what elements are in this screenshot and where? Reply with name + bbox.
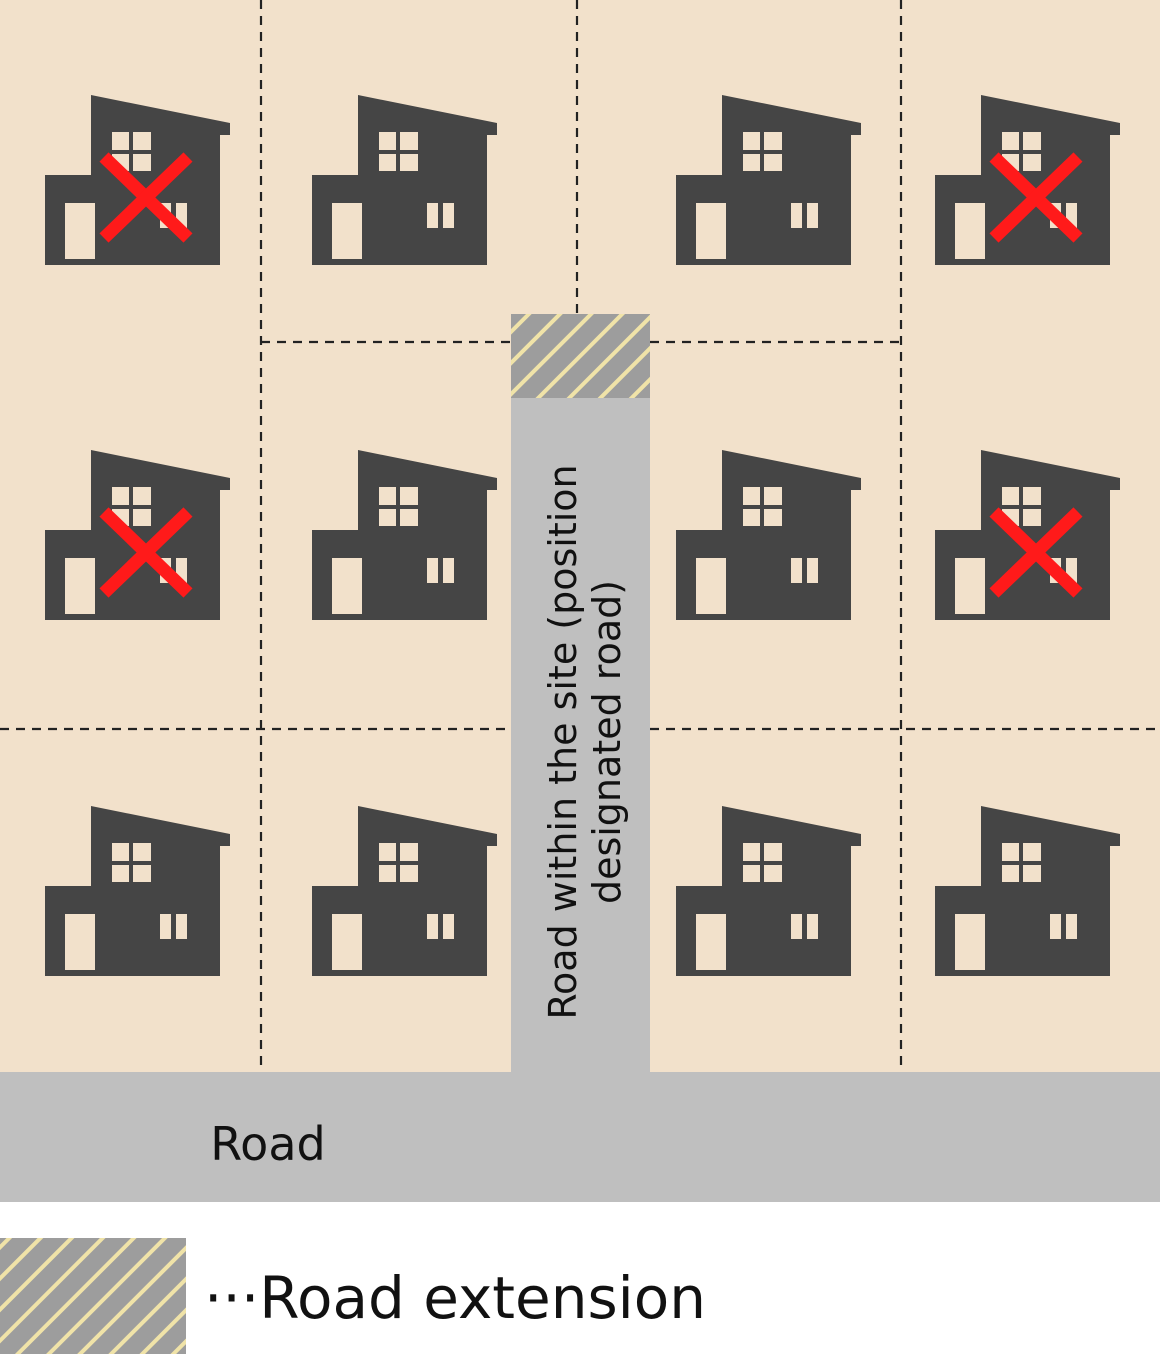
small-window — [807, 914, 818, 939]
inner-road-label: Road within the site (position designate… — [541, 464, 629, 1019]
door — [955, 914, 985, 970]
small-window — [791, 558, 802, 583]
window-mullion — [743, 861, 782, 865]
house-icon — [676, 806, 861, 976]
house-icon — [312, 806, 497, 976]
cross-mark-icon — [989, 152, 1083, 243]
small-window — [1066, 203, 1077, 228]
house-icon — [676, 450, 861, 620]
road-extension-area — [511, 314, 650, 398]
small-window — [443, 203, 454, 228]
house-icon — [312, 95, 497, 265]
small-window — [443, 914, 454, 939]
window-mullion — [112, 150, 151, 154]
window-mullion — [379, 150, 418, 154]
small-window — [443, 558, 454, 583]
road-label: Road — [210, 1117, 325, 1171]
inner-road-label-line1: Road within the site (position — [541, 464, 585, 1019]
small-window — [1066, 558, 1077, 583]
door — [955, 558, 985, 614]
door — [65, 914, 95, 970]
legend-road-extension-swatch — [0, 1238, 186, 1354]
house-icon — [935, 95, 1120, 265]
door — [332, 558, 362, 614]
main-road — [0, 1072, 1160, 1202]
small-window — [1066, 914, 1077, 939]
lot-boundaries — [0, 0, 1160, 1075]
house-icon — [45, 450, 230, 620]
houses-layer — [45, 95, 1120, 976]
window-mullion — [112, 505, 151, 509]
small-window — [176, 558, 187, 583]
door — [65, 203, 95, 259]
window-mullion — [112, 861, 151, 865]
inner-road-label-line2: designated road) — [585, 580, 629, 904]
small-window — [1050, 914, 1061, 939]
window-mullion — [743, 505, 782, 509]
small-window — [791, 203, 802, 228]
window-mullion — [1002, 861, 1041, 865]
small-window — [791, 914, 802, 939]
door — [696, 914, 726, 970]
window-mullion — [1002, 150, 1041, 154]
house-icon — [935, 450, 1120, 620]
window-mullion — [1002, 505, 1041, 509]
small-window — [160, 914, 171, 939]
window-mullion — [379, 861, 418, 865]
house-icon — [45, 95, 230, 265]
small-window — [176, 914, 187, 939]
window-mullion — [379, 505, 418, 509]
small-window — [807, 558, 818, 583]
door — [332, 203, 362, 259]
house-icon — [312, 450, 497, 620]
position-designated-road — [511, 398, 650, 1074]
small-window — [176, 203, 187, 228]
house-icon — [935, 806, 1120, 976]
door — [696, 203, 726, 259]
house-icon — [45, 806, 230, 976]
cross-mark-icon — [99, 507, 193, 598]
window-mullion — [743, 150, 782, 154]
door — [955, 203, 985, 259]
house-icon — [676, 95, 861, 265]
door — [696, 558, 726, 614]
door — [65, 558, 95, 614]
cross-mark-icon — [99, 152, 193, 243]
small-window — [427, 558, 438, 583]
door — [332, 914, 362, 970]
small-window — [807, 203, 818, 228]
small-window — [427, 914, 438, 939]
cross-mark-icon — [989, 507, 1083, 598]
small-window — [427, 203, 438, 228]
legend-road-extension-label: ···Road extension — [204, 1264, 706, 1332]
